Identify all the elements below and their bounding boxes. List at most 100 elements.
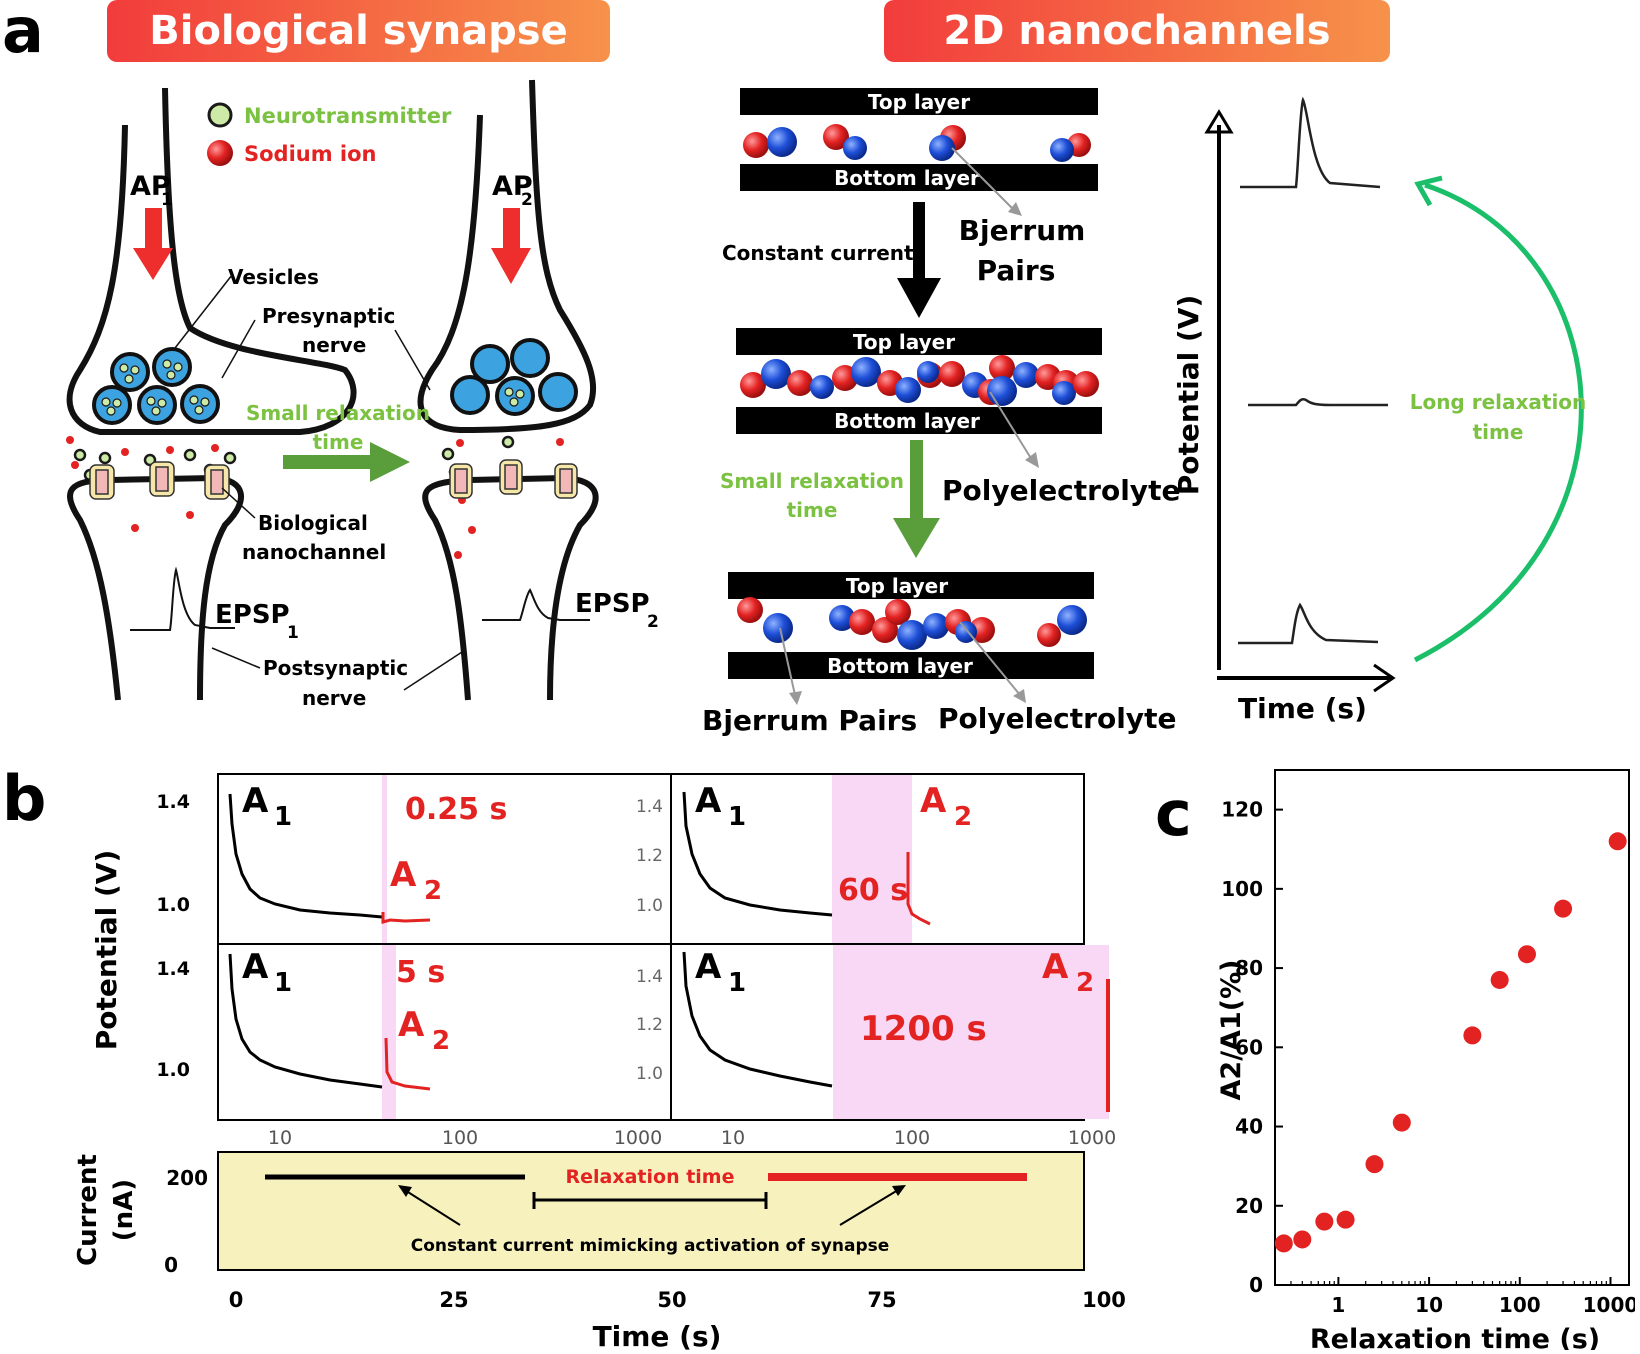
top-layer-3 xyxy=(728,572,1094,599)
current-xtick-75: 75 xyxy=(867,1288,896,1312)
relax-shade-1200s xyxy=(833,945,1109,1119)
epsp2-label: EPSP xyxy=(575,589,650,619)
xtick-label: 10 xyxy=(1415,1293,1443,1317)
ytick-1-4-top: 1.4 xyxy=(156,791,190,813)
sketch-time-label: Time (s) xyxy=(1238,692,1367,725)
xtick-100-right: 100 xyxy=(894,1127,930,1149)
biological-nanochannels-right xyxy=(449,459,578,499)
sodium-ions-right xyxy=(454,438,566,559)
sketch-x-axis-head xyxy=(1373,663,1396,693)
presynaptic-nerve-left xyxy=(66,87,357,435)
time-axis-label: Time (s) xyxy=(593,1320,722,1353)
ytick-1-0-top: 1.0 xyxy=(156,894,190,916)
ap2-arrow xyxy=(491,208,531,284)
sketch-trace-middle xyxy=(1248,397,1388,407)
panel-label-b: b xyxy=(2,762,47,835)
ap1-arrow xyxy=(133,208,173,280)
top-layer-1 xyxy=(740,88,1098,115)
biological-nanochannel-label-line1: Biological xyxy=(258,511,368,535)
relax-label-60s: 60 s xyxy=(838,873,908,908)
ytick-mid-1-0-top: 1.0 xyxy=(636,896,663,916)
small-relaxation-nano-arrow-head xyxy=(893,518,940,558)
biological-nanochannel-label-line2: nanochannel xyxy=(242,540,386,564)
polyelectrolyte-label-1: Polyelectrolyte xyxy=(942,474,1180,507)
vesicles-pointer xyxy=(174,274,233,349)
relax-label-0-25s: 0.25 s xyxy=(405,792,507,827)
caption-pointer-right xyxy=(839,1186,904,1226)
ytick-label: 120 xyxy=(1221,798,1263,822)
a1-label-top-left: A xyxy=(242,781,269,821)
vesicles-right xyxy=(450,338,578,416)
bjerrum-pairs-label: Bjerrum Pairs xyxy=(702,704,917,737)
current-ytick-0: 0 xyxy=(164,1253,178,1277)
scatter-xlabel: Relaxation time (s) xyxy=(1310,1324,1600,1350)
postsynaptic-pointer-right xyxy=(403,651,463,691)
a2-label-top-left: A xyxy=(390,855,417,895)
ytick-label: 40 xyxy=(1235,1115,1263,1139)
sketch-y-axis-head xyxy=(1204,109,1234,134)
panel-c-scatter-chart: A2/A1(%) Relaxation time (s) 02040608010… xyxy=(1216,769,1635,1350)
vesicles-left xyxy=(92,347,220,425)
a1-sub-top-left: 1 xyxy=(274,802,292,832)
constant-current-caption: Constant current mimicking activation of… xyxy=(411,1236,890,1256)
a2-sub-bottom-left: 2 xyxy=(432,1026,450,1056)
scatter-point xyxy=(1490,970,1509,989)
small-relaxation-arrow xyxy=(283,442,410,482)
relax-label-5s: 5 s xyxy=(396,955,445,990)
bjerrum-pointer-1-head xyxy=(1008,202,1022,216)
constant-current-label: Constant current xyxy=(722,241,914,265)
long-relaxation-arrow-head xyxy=(1414,175,1443,207)
bottom-layer-3-label: Bottom layer xyxy=(827,654,973,678)
small-relaxation-label-line1: Small relaxation xyxy=(246,401,430,425)
a1-label-bottom-left: A xyxy=(242,947,269,987)
epsp1-label: EPSP xyxy=(215,600,290,630)
current-ylabel-line2: (nA) xyxy=(109,1179,139,1241)
trace-a1-top-left xyxy=(228,793,383,919)
scatter-point xyxy=(1274,1234,1293,1253)
ytick-mid-1-0-bottom: 1.0 xyxy=(636,1064,663,1084)
scatter-point xyxy=(1517,945,1536,964)
caption-pointer-left xyxy=(399,1186,461,1226)
constant-current-arrow-shaft xyxy=(913,202,925,282)
small-relaxation-nano-arrow-shaft xyxy=(910,440,923,520)
small-relaxation-nano-line1: Small relaxation xyxy=(720,469,904,493)
current-ylabel-line1: Current xyxy=(73,1154,103,1266)
ap2-subscript: 2 xyxy=(521,190,533,210)
xtick-1000-right: 1000 xyxy=(1068,1127,1116,1149)
current-xtick-0: 0 xyxy=(229,1288,244,1312)
relax-label-1200s: 1200 s xyxy=(860,1009,987,1049)
current-xtick-25: 25 xyxy=(439,1288,468,1312)
scatter-plot-area xyxy=(1274,769,1630,1286)
sketch-trace-top xyxy=(1240,96,1381,189)
top-layer-1-label: Top layer xyxy=(868,90,970,114)
scatter-point xyxy=(1392,1113,1411,1132)
presynaptic-pointer-left xyxy=(221,319,256,379)
ytick-mid-1-2-top: 1.2 xyxy=(636,846,663,866)
panel-label-a: a xyxy=(2,0,44,67)
top-layer-3-label: Top layer xyxy=(846,574,948,598)
a1-label-top-right: A xyxy=(695,781,722,821)
bjerrum-pointer-2 xyxy=(779,627,796,696)
epsp2-trace xyxy=(482,588,590,621)
postsynaptic-label-line2: nerve xyxy=(302,686,366,710)
relax-shade-60s xyxy=(832,775,912,943)
ytick-label: 80 xyxy=(1235,956,1263,980)
current-plot-area xyxy=(217,1151,1085,1271)
a1-sub-bottom-left: 1 xyxy=(274,968,292,998)
nanochannel-diagram: Top layer Bottom layer Bjerrum Pairs Con… xyxy=(702,88,1587,737)
xtick-label: 1000 xyxy=(1583,1293,1635,1317)
xtick-label: 100 xyxy=(1499,1293,1541,1317)
ytick-mid-1-2-bottom: 1.2 xyxy=(636,1015,663,1035)
vesicle-contents-left xyxy=(101,359,210,416)
long-relaxation-label-line1: Long relaxation xyxy=(1410,390,1587,414)
relax-shade-5s xyxy=(382,945,396,1119)
trace-a2-top-left xyxy=(381,912,431,924)
current-xtick-50: 50 xyxy=(657,1288,686,1312)
long-relaxation-arrow xyxy=(1413,182,1584,663)
ap2-label: AP xyxy=(492,171,533,202)
a2-label-bottom-left: A xyxy=(398,1005,425,1045)
scatter-point xyxy=(1608,832,1627,851)
trace-a2-top-right xyxy=(906,852,931,926)
bottom-layer-1 xyxy=(740,164,1098,191)
top-layer-2-label: Top layer xyxy=(853,330,955,354)
